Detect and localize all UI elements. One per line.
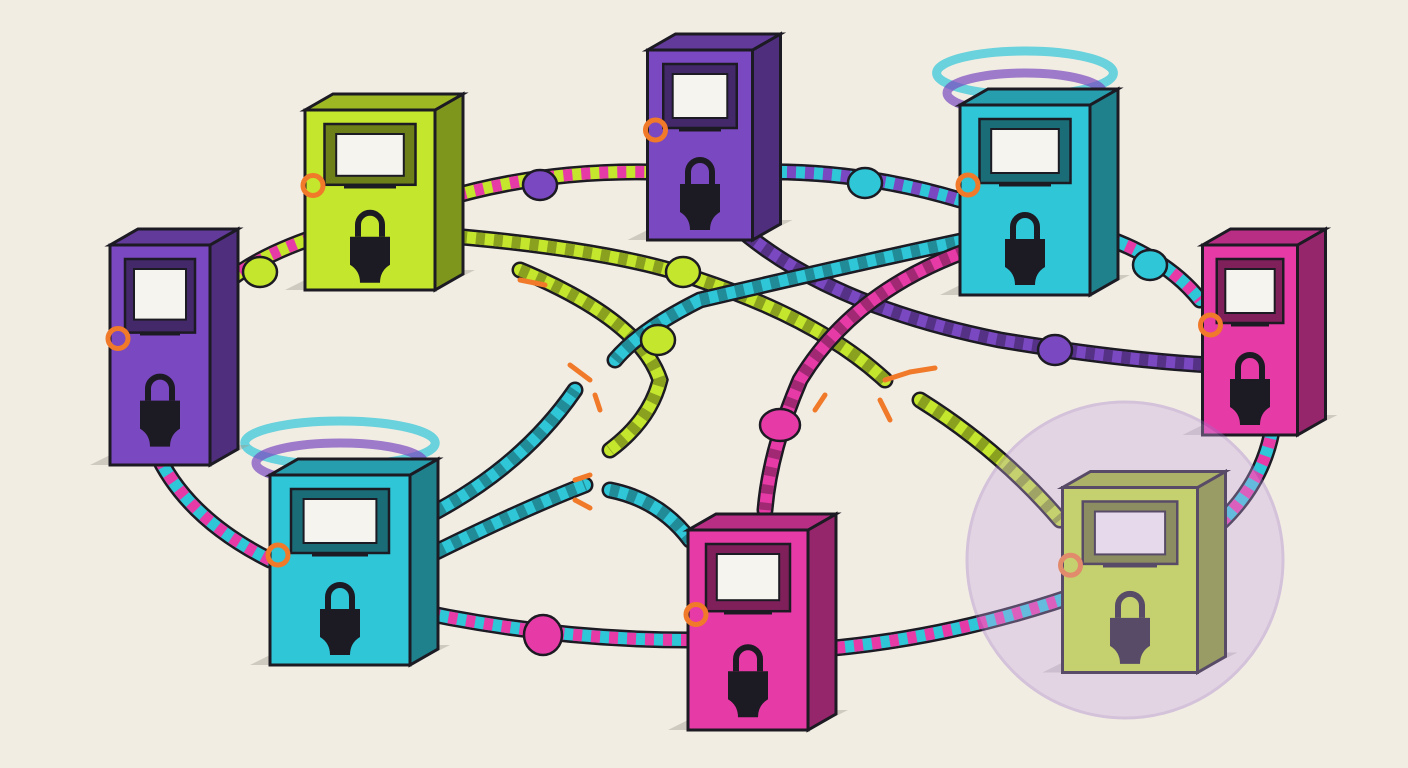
screen — [715, 553, 781, 602]
screen — [302, 498, 378, 544]
padlock-shackle — [145, 373, 175, 401]
kiosk-purple-left — [90, 226, 250, 468]
kiosk-cyan-top-right — [932, 46, 1130, 298]
rope-ring-connector — [105, 326, 131, 351]
kiosk-cyan-bottom-left — [240, 416, 450, 668]
bead — [758, 407, 802, 443]
screen — [990, 128, 1060, 174]
kiosk-side — [408, 456, 440, 668]
rope-ring-connector — [1198, 312, 1223, 338]
padlock-icon — [1230, 379, 1270, 425]
padlock-shackle — [355, 209, 385, 237]
kiosk-side — [751, 31, 782, 243]
padlock-shackle — [733, 644, 763, 672]
bead — [521, 168, 559, 202]
bead — [664, 255, 702, 289]
rope-cross-braid — [517, 264, 667, 455]
kiosk-magenta-right — [1182, 226, 1338, 438]
rope-ring-connector — [1058, 552, 1083, 578]
kiosk-top — [264, 457, 444, 477]
padlock-shackle — [1010, 212, 1040, 239]
padlock-icon — [350, 236, 390, 283]
rope-cross-braid — [417, 479, 588, 566]
padlock-icon — [728, 671, 768, 718]
padlock-icon — [140, 400, 180, 447]
spark-mark — [877, 397, 893, 423]
padlock-shackle — [1115, 590, 1145, 618]
spark-mark — [882, 369, 913, 383]
bead — [1036, 333, 1074, 367]
kiosk-side — [208, 226, 240, 468]
rope-ring-connector — [643, 117, 668, 143]
padlock-icon — [680, 184, 720, 230]
spark-mark — [907, 365, 938, 375]
kiosk-purple-top — [627, 31, 793, 243]
rope-cross-braid — [759, 234, 1002, 511]
rope-ring-connector — [955, 172, 981, 198]
spark-mark — [592, 392, 603, 413]
spark-mark — [812, 392, 828, 413]
kiosk-side — [806, 511, 838, 733]
padlock-icon — [1110, 617, 1150, 664]
rope-ring-connector — [683, 602, 709, 627]
rope-ring-braid — [809, 584, 1093, 656]
kiosk-top — [299, 92, 469, 112]
spark-mark — [572, 497, 593, 511]
bead — [1131, 248, 1169, 282]
kiosk-side — [1088, 86, 1120, 298]
rope-cross-braid — [439, 229, 890, 385]
kiosk-magenta-bottom — [668, 511, 848, 733]
kiosk-side — [433, 91, 465, 293]
spark-mark — [517, 277, 548, 288]
bead — [522, 613, 564, 657]
padlock-icon — [1005, 239, 1045, 285]
bead — [241, 255, 279, 289]
rope-cross-braid — [916, 394, 1065, 524]
bead — [639, 323, 677, 357]
padlock-shackle — [325, 582, 355, 609]
screen — [1224, 268, 1276, 314]
screen — [671, 73, 729, 119]
padlock-shackle — [685, 157, 715, 184]
kiosk-top — [954, 87, 1124, 107]
rope-ring-braid — [438, 165, 651, 206]
rope-cross-braid — [417, 386, 580, 526]
kiosk-side — [1296, 226, 1327, 438]
protective-bubble — [965, 400, 1285, 720]
rope-ring-braid — [759, 165, 962, 206]
kiosk-lime-bottom-right — [965, 400, 1285, 720]
screen — [335, 133, 405, 177]
spark-mark — [567, 362, 593, 383]
bead-layer — [241, 166, 1169, 657]
padlock-shackle — [1235, 352, 1265, 379]
screen — [133, 268, 187, 321]
kiosk-top — [682, 512, 842, 532]
break-spark-layer — [517, 277, 938, 511]
spark-mark — [572, 472, 593, 483]
kiosk-lime-top-left — [285, 91, 475, 293]
rope-cross-braid — [705, 195, 1211, 371]
kiosk-layer — [90, 31, 1338, 733]
rope-ring-connector — [300, 173, 326, 198]
screen — [1093, 510, 1167, 556]
bead — [846, 166, 884, 200]
rope-cross — [604, 484, 696, 546]
padlock-icon — [320, 609, 360, 655]
rope-ring-connector — [265, 542, 291, 568]
